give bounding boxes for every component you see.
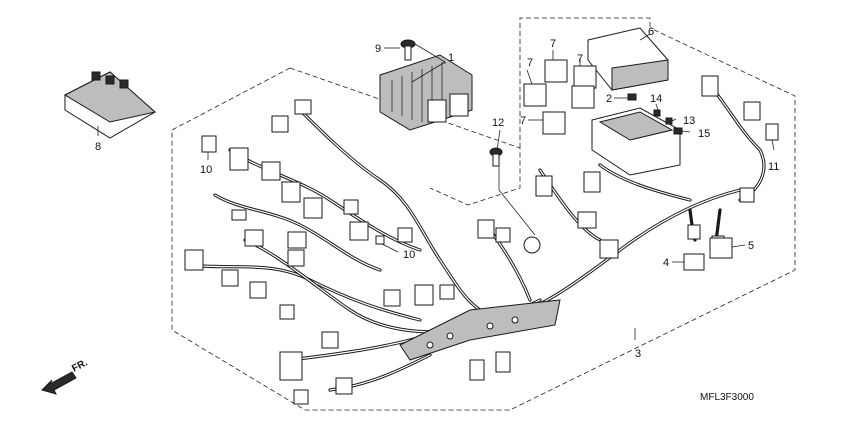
connector xyxy=(495,227,511,243)
connector xyxy=(287,249,305,267)
connector xyxy=(495,351,511,373)
connector xyxy=(583,171,601,193)
connector xyxy=(439,284,455,300)
connector xyxy=(261,161,281,181)
part-4-connector xyxy=(683,253,705,271)
part-8-connector-block xyxy=(63,71,157,139)
callout-15: 15 xyxy=(698,128,710,140)
connector xyxy=(229,147,249,171)
callout-10a: 10 xyxy=(200,164,212,176)
relay-7-d xyxy=(571,85,595,109)
connector xyxy=(477,219,495,239)
callout-7a: 7 xyxy=(550,38,556,50)
diagram-code: MFL3F3000 xyxy=(700,392,754,403)
part-5-connector xyxy=(709,237,733,259)
front-direction-label: FR. xyxy=(70,357,90,374)
harness-connectors xyxy=(184,75,761,405)
connector xyxy=(231,209,247,221)
callout-5: 5 xyxy=(748,240,754,252)
connector xyxy=(743,101,761,121)
callout-10b: 10 xyxy=(403,249,415,261)
part-1-regulator-rectifier xyxy=(379,54,473,131)
connector xyxy=(281,181,301,203)
callout-7b: 7 xyxy=(577,53,583,65)
fuse-15 xyxy=(673,127,683,135)
connector xyxy=(599,239,619,259)
callout-2: 2 xyxy=(606,93,612,105)
fuse-box-base xyxy=(591,93,683,176)
callout-1: 1 xyxy=(448,52,454,64)
connector xyxy=(701,75,719,97)
fuse-13 xyxy=(665,117,673,125)
callout-11: 11 xyxy=(768,161,779,173)
connector xyxy=(294,99,312,115)
part-6-fuse-box-cover xyxy=(587,27,669,91)
connector xyxy=(221,269,239,287)
leader-lines xyxy=(97,33,775,340)
connector xyxy=(397,227,413,243)
connector xyxy=(249,281,267,299)
relay-7-c xyxy=(523,83,547,107)
connector xyxy=(303,197,323,219)
connector xyxy=(343,199,359,215)
connector xyxy=(287,231,307,249)
part-9-bolt xyxy=(400,39,416,61)
callout-7d: 7 xyxy=(520,115,526,127)
part-10-clip-upper xyxy=(201,135,217,153)
part-10-clip xyxy=(375,235,385,245)
callout-labels: 1 2 3 4 5 6 7 7 7 7 8 9 10 10 11 12 13 1… xyxy=(95,26,779,360)
callout-9: 9 xyxy=(375,43,381,55)
fuse-14 xyxy=(653,109,661,117)
connector xyxy=(184,249,204,271)
connector xyxy=(523,236,541,254)
callout-3: 3 xyxy=(635,348,641,360)
harness-junction xyxy=(399,299,561,361)
callout-6: 6 xyxy=(648,26,654,38)
connector xyxy=(244,229,264,247)
connector xyxy=(687,224,701,240)
callout-14: 14 xyxy=(650,93,662,105)
callout-13: 13 xyxy=(683,115,695,127)
connector xyxy=(349,221,369,241)
relay-7-a xyxy=(544,59,568,83)
connector xyxy=(335,377,353,395)
part-12-bolt xyxy=(489,147,503,167)
callout-8: 8 xyxy=(95,141,101,153)
connector xyxy=(279,351,303,381)
relay-7-e xyxy=(542,111,566,135)
connector xyxy=(535,175,553,197)
connector xyxy=(293,389,309,405)
connector xyxy=(279,304,295,320)
connector xyxy=(383,289,401,307)
relay-7-b xyxy=(573,65,597,89)
connector xyxy=(414,284,434,306)
front-direction-arrow-icon xyxy=(41,371,77,395)
connector xyxy=(469,359,485,381)
callout-4: 4 xyxy=(663,257,669,269)
part-11-connector xyxy=(765,123,779,141)
connector xyxy=(577,211,597,229)
callout-12: 12 xyxy=(492,117,504,129)
relay-group-7 xyxy=(523,59,597,135)
fuse-2 xyxy=(627,93,637,101)
connector xyxy=(739,187,755,203)
connector xyxy=(321,331,339,349)
connector xyxy=(271,115,289,133)
callout-7c: 7 xyxy=(527,57,533,69)
